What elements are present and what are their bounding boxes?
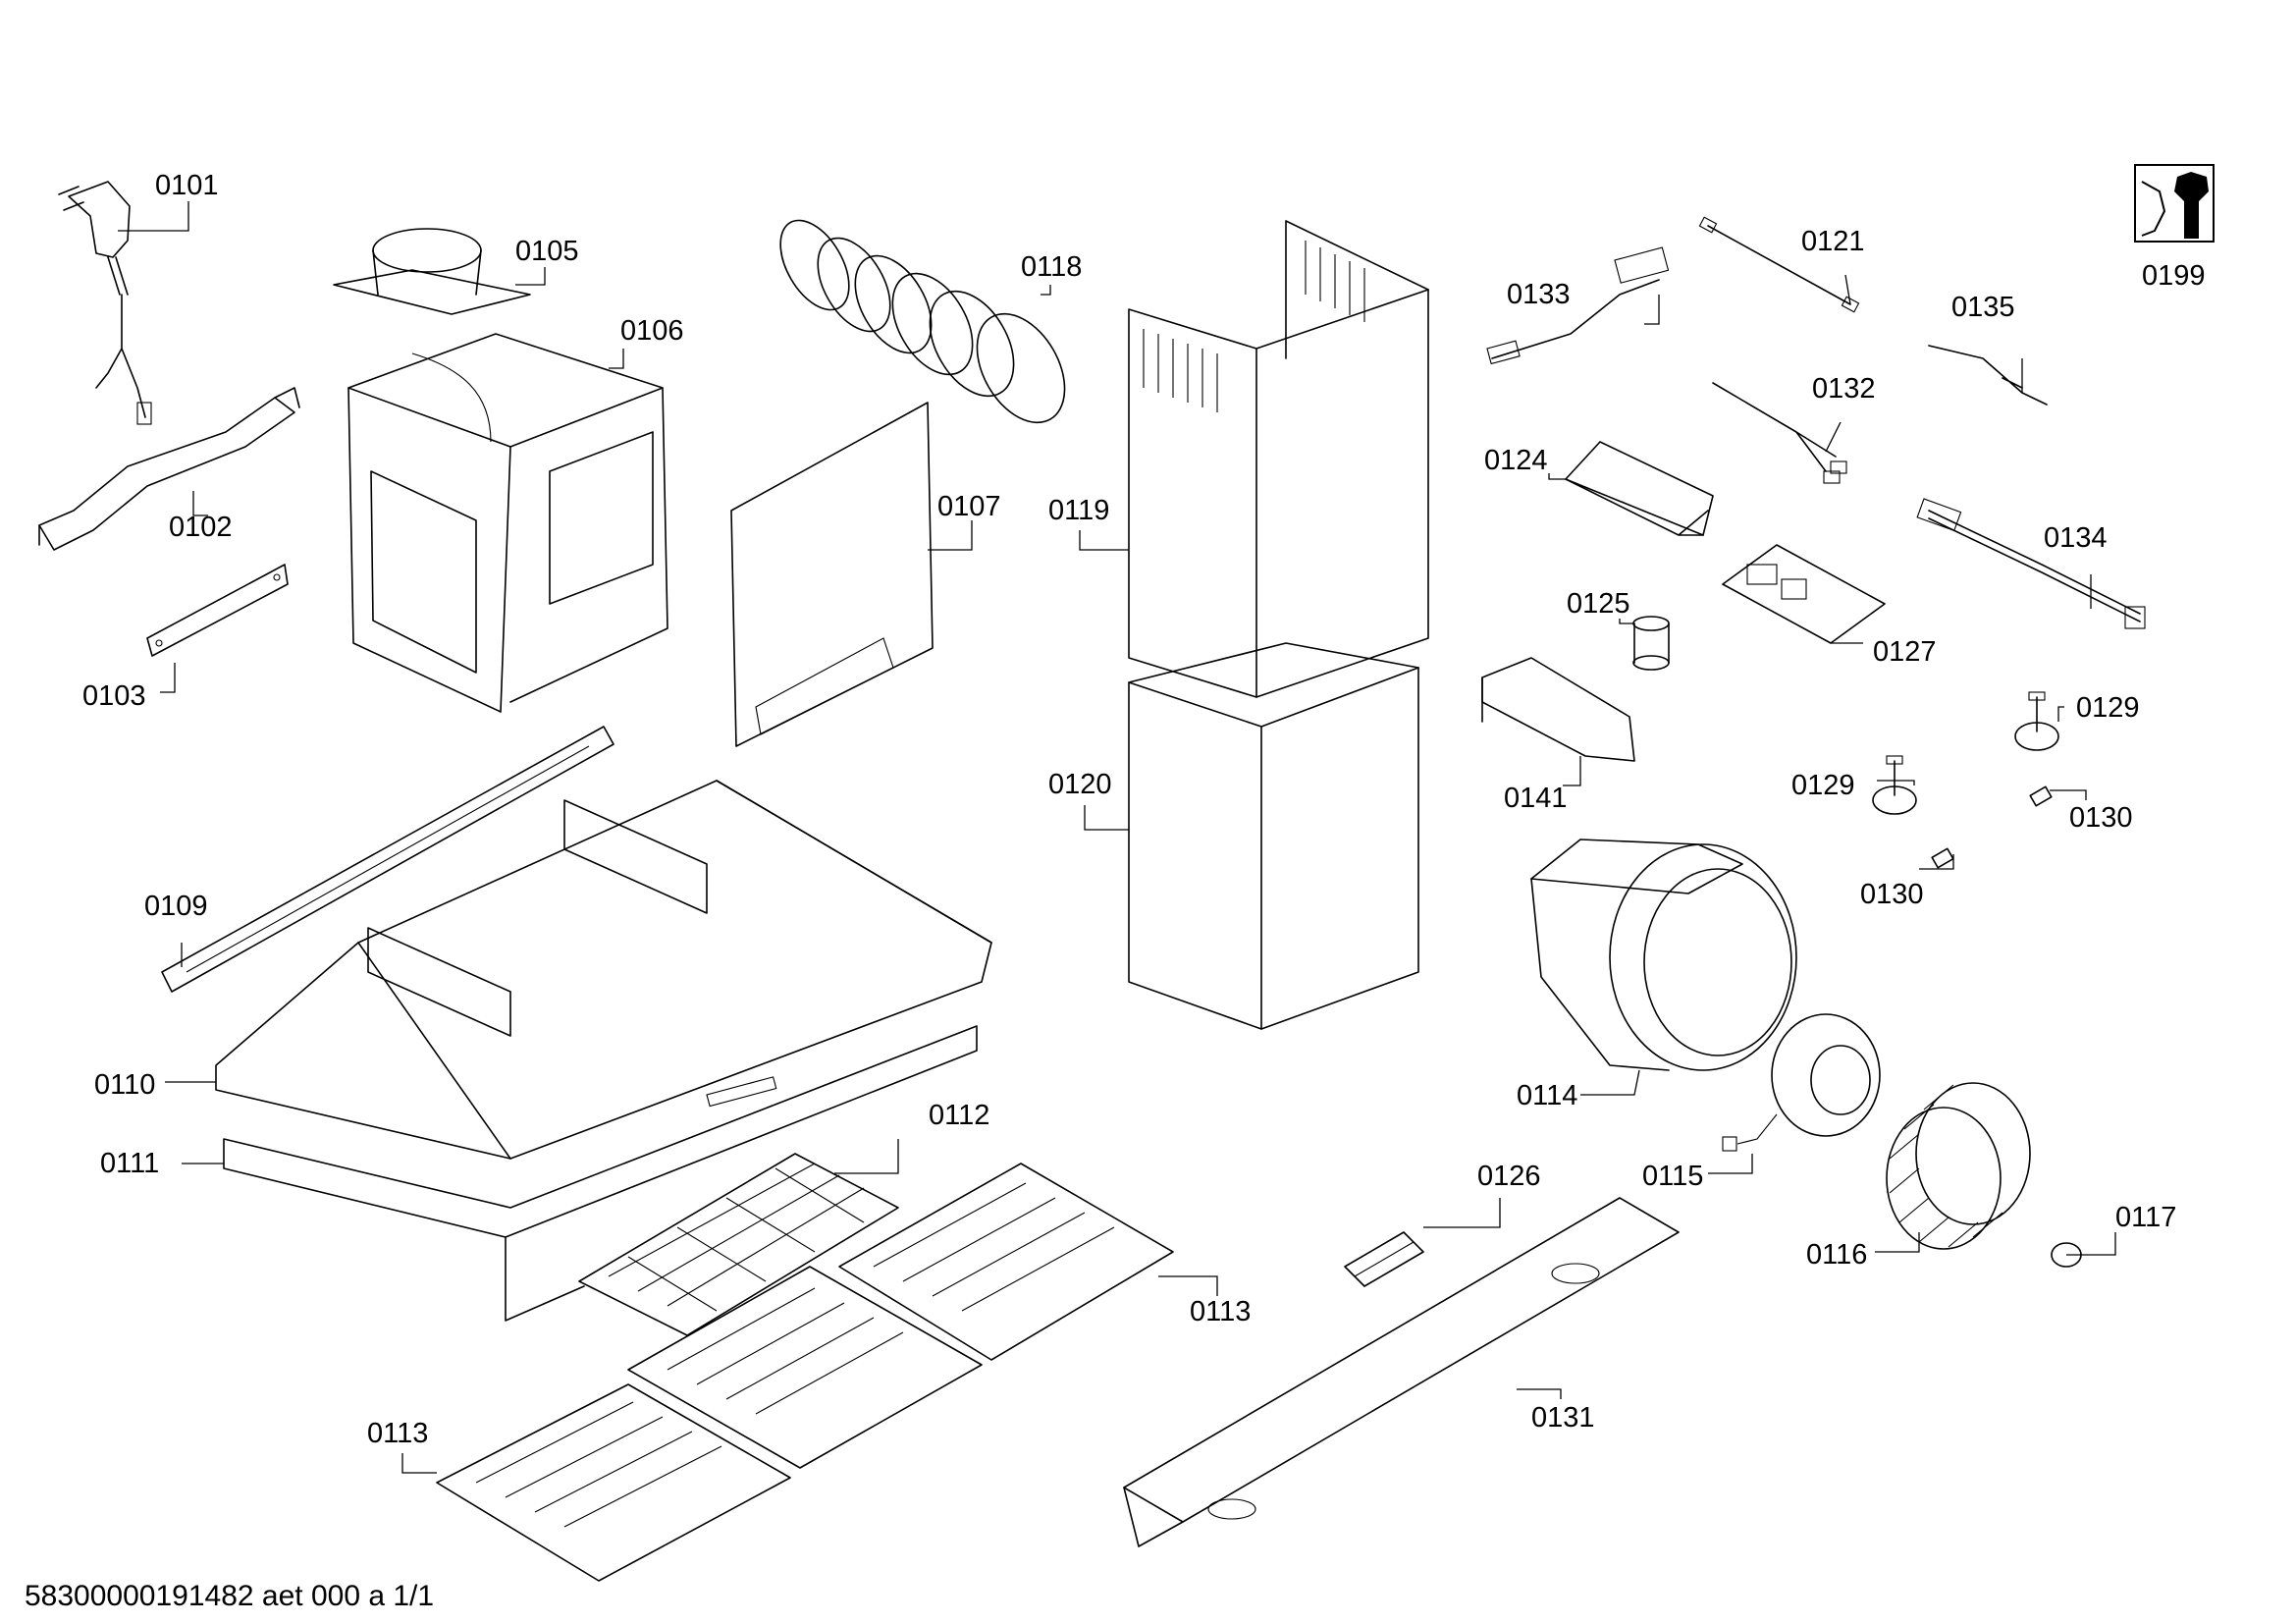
label-0115: 0115 [1642, 1161, 1703, 1192]
part-cable-0135 [1928, 345, 2048, 406]
part-blower-housing [1530, 839, 1797, 1071]
part-knob-b [2014, 691, 2059, 751]
part-fuse-a [1931, 847, 1954, 869]
label-0116: 0116 [1806, 1239, 1867, 1271]
label-0118: 0118 [1021, 251, 1082, 283]
label-0124: 0124 [1484, 445, 1548, 476]
part-control-board [1722, 544, 1886, 644]
label-0130-right: 0130 [2069, 802, 2133, 834]
label-0131: 0131 [1531, 1402, 1595, 1434]
part-side-panel [730, 402, 934, 747]
label-0133: 0133 [1507, 279, 1571, 310]
part-frame-housing [347, 333, 668, 713]
label-0113-right: 0113 [1190, 1296, 1251, 1327]
part-lower-chimney [1128, 642, 1419, 1030]
label-0105: 0105 [515, 236, 579, 267]
label-0120: 0120 [1048, 769, 1112, 800]
part-carbon-filter-3 [436, 1383, 791, 1582]
label-0199: 0199 [2142, 260, 2206, 292]
part-cable-0121 [1698, 216, 1860, 313]
label-0121: 0121 [1801, 226, 1865, 257]
label-0110: 0110 [94, 1069, 155, 1101]
label-0101: 0101 [155, 170, 219, 201]
part-front-rail [161, 726, 614, 993]
part-outlet-flange [333, 228, 531, 315]
part-bracket-strip [38, 387, 300, 551]
part-power-cord [58, 181, 152, 425]
part-lamp [1344, 1231, 1424, 1287]
label-0106: 0106 [620, 315, 684, 347]
label-0117: 0117 [2115, 1202, 2176, 1233]
label-0126: 0126 [1477, 1161, 1541, 1192]
label-0130-left: 0130 [1860, 879, 1924, 910]
drawing-number-footer: 58300000191482 aet 000 a 1/1 [25, 1580, 434, 1612]
label-0127: 0127 [1873, 636, 1937, 668]
label-0141: 0141 [1504, 783, 1568, 814]
label-0107: 0107 [937, 491, 1001, 522]
part-lower-frame [223, 1025, 978, 1322]
part-motor [1722, 1013, 1881, 1152]
part-grease-filter [578, 1153, 899, 1336]
part-control-box [1565, 441, 1714, 536]
label-0102: 0102 [169, 512, 233, 543]
part-upper-chimney [1128, 220, 1429, 698]
label-0119: 0119 [1048, 495, 1109, 526]
label-0109: 0109 [144, 891, 208, 922]
label-0132: 0132 [1812, 373, 1876, 405]
part-cable-0133 [1486, 246, 1670, 365]
part-ribbon-cable-0134 [1916, 498, 2146, 629]
label-0112: 0112 [929, 1100, 989, 1131]
label-0135: 0135 [1951, 292, 2015, 323]
label-0134: 0134 [2044, 522, 2108, 554]
wrench-icon [2134, 164, 2215, 243]
part-carbon-filter-2 [627, 1266, 983, 1469]
part-long-rail [1123, 1197, 1680, 1547]
part-cable-0132 [1712, 382, 1847, 484]
label-0129-right: 0129 [2076, 692, 2140, 724]
label-0129-left: 0129 [1791, 770, 1855, 801]
part-carbon-filter-1 [838, 1163, 1174, 1361]
label-0113-left: 0113 [367, 1418, 428, 1449]
part-flexible-duct [779, 219, 1066, 424]
part-mounting-strip [146, 564, 289, 657]
label-0125: 0125 [1567, 588, 1630, 620]
label-0111: 0111 [100, 1148, 159, 1179]
part-fuse-b [2029, 785, 2053, 807]
part-knob-a [1872, 755, 1917, 815]
part-capacitor [1632, 616, 1670, 671]
part-impeller [1886, 1082, 2031, 1250]
label-0103: 0103 [82, 680, 146, 712]
label-0114: 0114 [1517, 1080, 1577, 1111]
leader-lines [118, 201, 2116, 1474]
part-motor-bracket [1481, 657, 1635, 762]
part-hood-canopy [215, 780, 992, 1160]
